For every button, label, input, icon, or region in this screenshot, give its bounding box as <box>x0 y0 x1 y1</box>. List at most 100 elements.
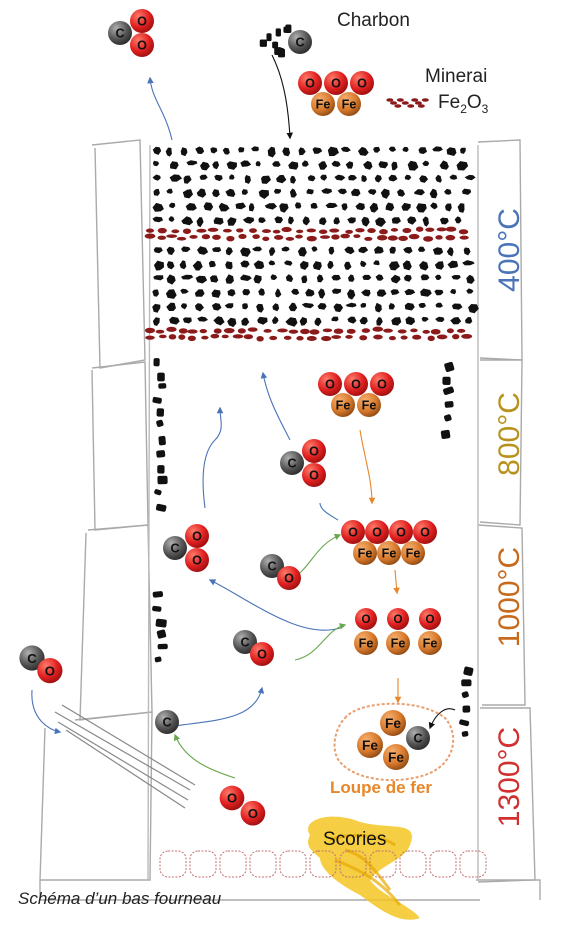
coal-lump <box>462 705 470 712</box>
ore-grain <box>329 228 339 232</box>
ore-grain <box>214 328 222 333</box>
arrow-c-to-co <box>175 688 262 726</box>
coal-lump <box>152 304 160 313</box>
svg-text:Fe: Fe <box>358 547 373 561</box>
ore-grain <box>289 330 299 334</box>
svg-text:C: C <box>170 542 179 556</box>
ore-grain <box>320 235 330 239</box>
coal-lump <box>440 218 449 225</box>
ore-grain <box>388 235 398 240</box>
coal-lump <box>327 261 333 269</box>
ore-grain <box>252 234 260 239</box>
coal-lump <box>375 303 382 313</box>
coal-lump <box>186 160 197 165</box>
oxygen-atom: O <box>220 786 245 811</box>
oxygen-atom: O <box>302 463 326 487</box>
carbon-atom: C <box>280 451 304 475</box>
coal-lump <box>166 303 176 311</box>
coal-lump <box>442 377 450 385</box>
ore-grain <box>166 327 176 332</box>
temp-1300: 1300°C <box>493 707 527 847</box>
coal-lump <box>154 489 162 496</box>
coal-lump <box>443 386 455 396</box>
temp-800: 800°C <box>493 364 527 504</box>
svg-text:C: C <box>287 457 296 471</box>
ore-grain <box>345 230 353 234</box>
svg-text:O: O <box>396 526 406 540</box>
coal-lump <box>153 161 159 167</box>
coal-lump <box>286 274 293 282</box>
coal-lump <box>435 317 444 322</box>
coal-lump <box>419 261 428 271</box>
svg-text:C: C <box>162 716 171 730</box>
oxygen-atom: O <box>302 439 326 463</box>
svg-text:O: O <box>137 39 147 53</box>
coal-lump <box>183 317 192 323</box>
ore-grain <box>377 235 387 240</box>
coal-lump <box>170 174 183 181</box>
oxygen-atom: O <box>389 520 413 544</box>
coal-lump <box>200 175 208 180</box>
coal-lump <box>332 289 341 294</box>
coal-lump <box>302 160 309 166</box>
carbon-atom: C <box>288 30 312 54</box>
coal-lump <box>433 247 443 255</box>
svg-text:O: O <box>393 613 402 626</box>
ore-grain <box>300 329 310 334</box>
coal-lump <box>153 203 164 212</box>
coal-lump <box>329 247 335 255</box>
coal-lump <box>368 189 377 195</box>
coal-lump <box>240 247 251 257</box>
slag-cell <box>430 851 456 877</box>
coal-lump <box>181 275 193 280</box>
coal-lump <box>414 189 425 195</box>
coal-lump <box>403 247 412 254</box>
coal-lump <box>279 203 288 213</box>
coal-lump <box>153 317 160 326</box>
ore-grain <box>411 98 418 102</box>
ore-grain <box>425 228 434 232</box>
iron-atom: Fe <box>357 393 381 417</box>
coal-lump <box>358 147 369 156</box>
ore-grain <box>224 328 235 333</box>
coal-lump <box>272 316 279 324</box>
svg-text:Fe: Fe <box>385 716 401 731</box>
coal-lump <box>212 189 220 197</box>
coal-lump <box>462 189 471 195</box>
coal-lump <box>152 217 163 223</box>
coal-lump <box>347 217 356 223</box>
oxygen-atom: O <box>324 71 348 95</box>
ore-grain <box>286 237 294 241</box>
iron-atom: Fe <box>386 631 410 655</box>
svg-text:O: O <box>284 572 294 586</box>
coal-lump <box>271 274 278 280</box>
coal-lump <box>212 290 221 298</box>
coal-lump <box>274 216 283 223</box>
coal-lump <box>338 189 347 195</box>
coal-lump <box>276 175 286 183</box>
coal-lump <box>361 289 370 296</box>
coal-lump <box>315 318 322 327</box>
coal-lump <box>375 175 382 183</box>
svg-text:O: O <box>325 378 335 392</box>
coal-lump <box>152 606 162 612</box>
coal-lump <box>334 217 341 224</box>
ore-grain <box>159 335 167 339</box>
coal-lump <box>460 148 466 154</box>
coal-lump <box>252 247 262 252</box>
coal-lump <box>418 247 425 252</box>
coal-lump <box>444 361 455 372</box>
arrow-exhaust <box>150 78 172 140</box>
coal-lump <box>313 261 322 270</box>
coal-lump <box>423 216 429 226</box>
iron-atom: Fe <box>418 631 442 655</box>
coal-lump <box>318 161 327 170</box>
ore-grain <box>309 329 319 334</box>
ore-grain <box>423 330 430 334</box>
coal-lump <box>300 261 309 270</box>
coal-lump <box>157 373 165 382</box>
coal-lump <box>265 203 277 210</box>
coal-lump <box>152 591 163 598</box>
coal-lump <box>408 161 419 171</box>
coal-lump <box>419 303 427 308</box>
